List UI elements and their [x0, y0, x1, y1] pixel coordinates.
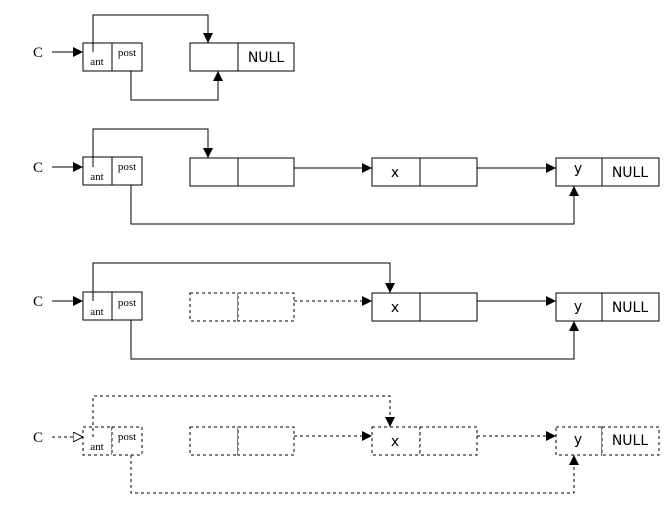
sentinel-node-data: [189, 157, 239, 187]
pointer-c-label: C: [33, 160, 43, 176]
removed-node-next: [237, 292, 295, 322]
post-link: [130, 71, 223, 101]
node-x-data: [371, 292, 421, 322]
header-ant-cell: [82, 156, 113, 186]
post-link: [130, 320, 579, 360]
node-y-next: [601, 426, 660, 456]
removed-node-data: [189, 292, 239, 322]
null-label: NULL: [612, 300, 649, 316]
post-label: post: [118, 431, 136, 443]
ant-link: [92, 14, 213, 52]
post-link: [130, 185, 579, 225]
node-y-next: [601, 157, 660, 187]
pointer-c-label: C: [33, 45, 43, 61]
node-y-label: y: [574, 299, 582, 315]
header-ant-cell: [82, 291, 113, 321]
header-post-cell: [111, 291, 143, 321]
node-x-next: [419, 426, 478, 456]
post-label: post: [118, 47, 136, 59]
node-x-label: x: [391, 165, 399, 181]
ant-label: ant: [90, 306, 103, 318]
node-x-label: x: [391, 300, 399, 316]
header-post-cell: [111, 426, 143, 456]
stage-1: C ant post NULL: [33, 14, 295, 101]
ant-link: [92, 128, 213, 167]
null-label: NULL: [612, 433, 649, 449]
node-x-next: [419, 157, 478, 187]
node-y-label: y: [574, 161, 582, 177]
stage-2: C ant post x y NULL: [33, 128, 660, 225]
null-label: NULL: [248, 50, 285, 66]
header-post-cell: [111, 156, 143, 186]
sentinel-node-next: [237, 42, 295, 72]
node-x-next: [419, 292, 478, 322]
post-label: post: [118, 297, 136, 309]
node-y-label: y: [574, 432, 582, 448]
node-x-label: x: [391, 434, 399, 450]
removed-node-data: [189, 426, 239, 456]
post-label: post: [118, 161, 136, 173]
ant-label: ant: [90, 171, 103, 183]
ant-link: [92, 262, 395, 301]
node-y-data: [555, 426, 603, 456]
sentinel-node-data: [189, 42, 239, 72]
ant-label: ant: [90, 441, 103, 453]
removed-node-next: [237, 426, 295, 456]
null-label: NULL: [612, 165, 649, 181]
sentinel-node-next: [237, 157, 295, 187]
stage-4: C ant post x y NULL: [33, 395, 660, 494]
pointer-c-label: C: [33, 430, 43, 446]
post-link: [130, 455, 579, 494]
stage-3: C ant post x y NULL: [33, 262, 660, 360]
node-y-next: [601, 292, 660, 322]
ant-label: ant: [90, 56, 103, 68]
header-post-cell: [111, 42, 143, 72]
pointer-c-label: C: [33, 294, 43, 310]
node-x-data: [371, 157, 421, 187]
ant-link: [92, 395, 395, 437]
header-ant-cell: [82, 426, 113, 456]
